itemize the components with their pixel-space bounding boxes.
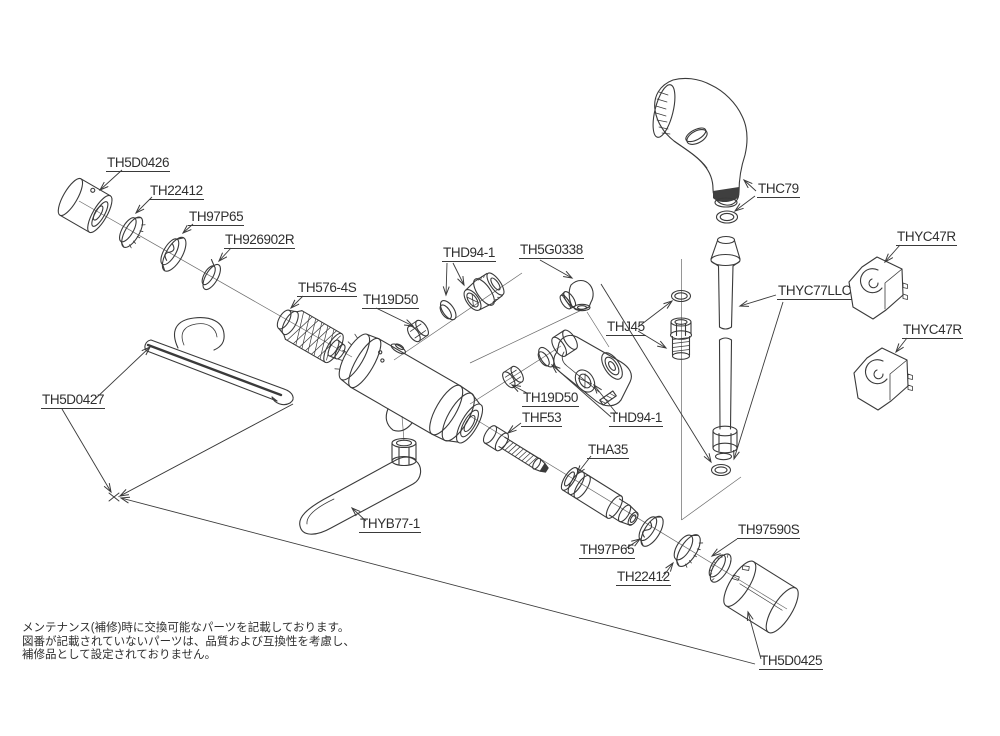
spindle-thf53-drawing — [482, 425, 549, 473]
part-label-th5d0426: TH5D0426 — [106, 155, 171, 173]
part-label-th97590s: TH97590S — [737, 522, 801, 540]
maintenance-note-line2: 図番が記載されていないパーツは、品質および互換性を考慮し、 — [22, 635, 355, 648]
arm-flange-drawing — [601, 352, 623, 380]
valve-thd94-1-top-drawing — [463, 272, 505, 311]
ring-th97p65-top-drawing — [160, 236, 187, 272]
part-label-th97p65-top: TH97P65 — [188, 209, 245, 227]
part-label-th5d0425: TH5D0425 — [759, 653, 824, 671]
valve-wheel-thd94-1-mid-drawing — [574, 369, 596, 393]
oring-hose-bottom-drawing — [710, 463, 732, 477]
part-label-th19d50-mid: TH19D50 — [522, 390, 579, 408]
knob-th5d0425-drawing — [723, 560, 799, 634]
part-label-thyc47r-lower: THYC47R — [902, 322, 963, 340]
maintenance-note-line3: 補修品として設定されておりません。 — [22, 649, 217, 661]
part-label-th19d50-top: TH19D50 — [362, 292, 419, 310]
part-label-thyb77-1: THYB77-1 — [359, 516, 421, 534]
handle-th576-4s-drawing — [276, 309, 346, 364]
cartridge-tha35-drawing — [560, 467, 639, 526]
part-label-tha35: THA35 — [587, 442, 630, 460]
cap-th5d0426-drawing — [57, 177, 113, 234]
part-label-th22412-bottom: TH22412 — [616, 569, 671, 587]
part-label-th5d0427: TH5D0427 — [41, 392, 106, 410]
ring-th97590s-drawing — [708, 553, 732, 583]
part-label-th22412-top: TH22412 — [149, 183, 204, 201]
holder-thyc47r-upper-drawing — [848, 256, 908, 320]
maintenance-note-line1: メンテナンス(補修)時に交換可能なパーツを記載しております。 — [22, 622, 350, 634]
bracket-th5d0427-drawing — [144, 317, 294, 406]
ring-th97p65-bottom-drawing — [638, 515, 664, 547]
part-label-th576-4s: TH576-4S — [297, 280, 358, 298]
ring-th22412-top-drawing — [119, 216, 146, 249]
part-label-thj45: THJ45 — [606, 319, 646, 337]
holder-thyc47r-lower-drawing — [853, 347, 913, 411]
leader-lines — [61, 169, 908, 665]
part-label-th926902r: TH926902R — [224, 232, 296, 250]
hose-thyc77llc-drawing — [710, 235, 741, 461]
arm-nut-drawing — [551, 329, 578, 357]
parts-drawings — [57, 77, 913, 634]
part-label-th5g0338: TH5G0338 — [519, 242, 584, 260]
nut-th19d50-top-drawing — [407, 319, 429, 343]
part-label-th97p65-bottom: TH97P65 — [579, 542, 636, 560]
part-label-thyc77llc: THYC77LLC — [777, 283, 852, 301]
part-label-thf53: THF53 — [521, 410, 563, 428]
part-label-thc79: THC79 — [757, 181, 800, 199]
part-label-thd94-1-top: THD94-1 — [442, 245, 496, 263]
maintenance-note: メンテナンス(補修)時に交換可能なパーツを記載しております。 図番が記載されてい… — [22, 622, 355, 663]
faucet-body-drawing — [334, 333, 484, 444]
mount-point-mark — [108, 492, 120, 502]
ring-th22412-bottom-drawing — [673, 534, 704, 568]
spout-nut-drawing — [391, 437, 417, 467]
part-label-thd94-1-mid: THD94-1 — [609, 410, 663, 428]
ring-th926902r-drawing — [201, 258, 221, 291]
adapter-thj45-drawing — [669, 317, 693, 360]
oring-thj45-drawing — [670, 289, 692, 303]
spout-thyb77-1-drawing — [299, 456, 422, 535]
elbow-th5g0338-drawing — [559, 279, 594, 312]
oring-thd94-1-top-drawing — [439, 300, 457, 321]
part-label-thyc47r-upper: THYC47R — [896, 229, 957, 247]
oring-head-drawing — [715, 210, 739, 224]
shower-head-thc79-drawing — [652, 77, 748, 208]
